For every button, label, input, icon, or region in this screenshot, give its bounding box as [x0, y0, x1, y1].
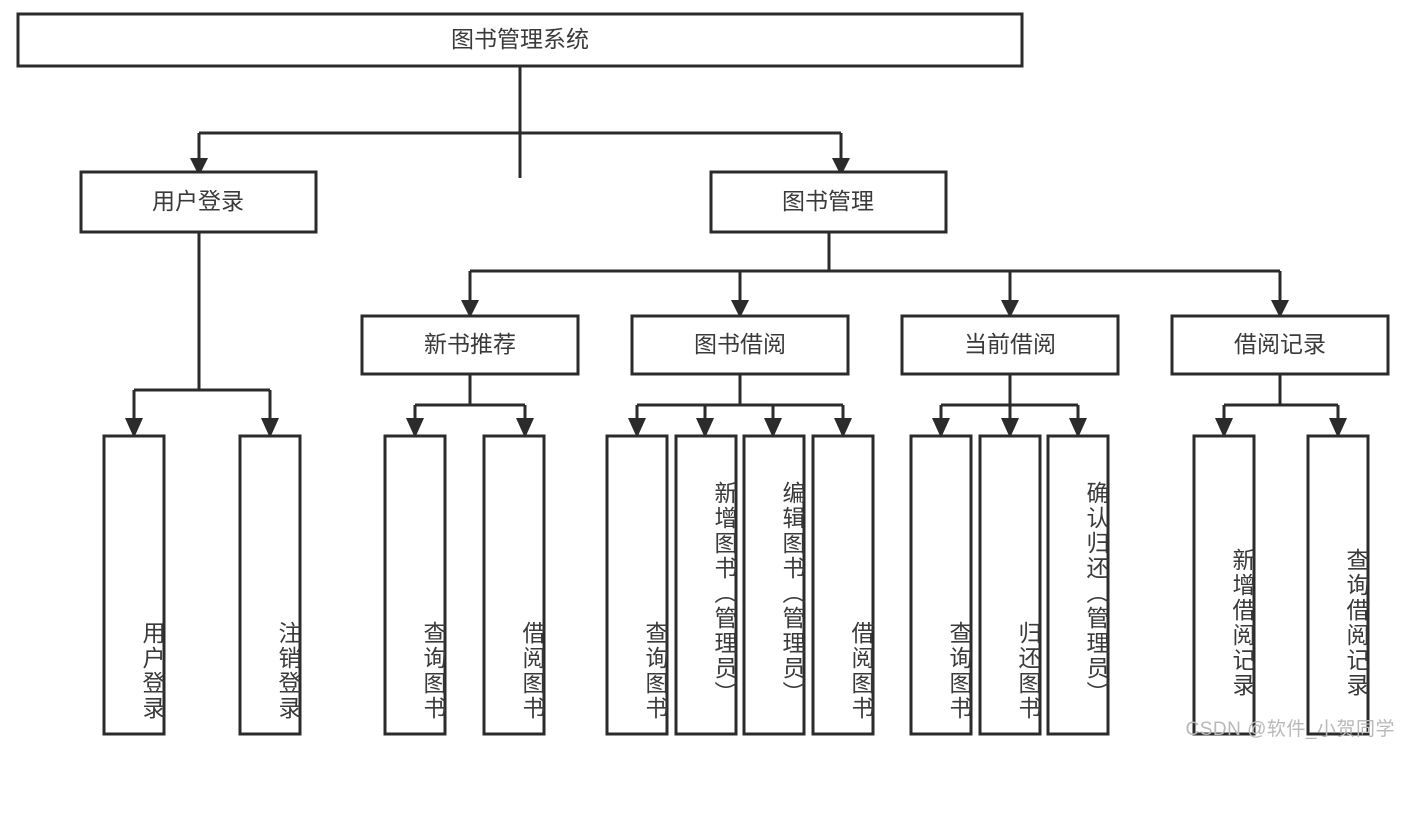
node-user-login-label: 用户登录 [152, 188, 244, 214]
watermark-text: CSDN @软件_小贺同学 [1185, 719, 1395, 740]
node-leaf-user-login[interactable] [102, 434, 166, 736]
node-leaf-query-book-2[interactable] [605, 434, 669, 736]
node-book-manage[interactable]: 图书管理 [709, 170, 948, 234]
tree-diagram-canvas: 图书管理系统 用户登录 图书管理 新书推荐 图书借阅 当前借阅 借阅记录 [16, 12, 1390, 736]
node-leaf-query-book-3[interactable] [909, 434, 973, 736]
connector-currentborrow-to-leaves [932, 374, 1087, 438]
connector-bookborrow-to-leaves [628, 374, 852, 438]
node-leaf-query-record[interactable] [1306, 434, 1370, 736]
node-user-login[interactable]: 用户登录 [79, 170, 318, 234]
node-leaf-return-book[interactable] [978, 434, 1042, 736]
node-leaf-borrow-book-1[interactable] [482, 434, 546, 736]
node-borrow-record[interactable]: 借阅记录 [1170, 314, 1390, 376]
node-leaf-logout-login[interactable] [238, 434, 302, 736]
node-borrow-record-label: 借阅记录 [1234, 331, 1326, 357]
connector-root-to-level2 [190, 66, 850, 178]
node-leaf-confirm-return[interactable] [1046, 434, 1110, 736]
node-leaf-borrow-book-2[interactable] [811, 434, 875, 736]
connector-userlogin-to-leaves [125, 232, 279, 438]
node-leaf-query-book-1[interactable] [383, 434, 447, 736]
connector-bookmanage-to-level3 [461, 232, 1289, 318]
functional-structure-diagram: 图书管理系统 用户登录 图书管理 新书推荐 图书借阅 当前借阅 借阅记录 [16, 12, 1395, 740]
connector-borrowrecord-to-leaves [1215, 374, 1347, 438]
node-root-label: 图书管理系统 [451, 26, 589, 52]
node-book-borrow-label: 图书借阅 [694, 331, 786, 357]
node-current-borrow[interactable]: 当前借阅 [900, 314, 1120, 376]
node-leaf-edit-book[interactable] [742, 434, 806, 736]
node-leaf-add-record[interactable] [1192, 434, 1256, 736]
connector-newbookrec-to-leaves [406, 374, 534, 438]
node-new-book-rec-label: 新书推荐 [424, 331, 516, 357]
node-root[interactable]: 图书管理系统 [16, 12, 1024, 68]
node-new-book-rec[interactable]: 新书推荐 [360, 314, 580, 376]
node-leaf-add-book[interactable] [674, 434, 738, 736]
node-current-borrow-label: 当前借阅 [964, 331, 1056, 357]
node-book-manage-label: 图书管理 [782, 188, 874, 214]
node-book-borrow[interactable]: 图书借阅 [630, 314, 850, 376]
